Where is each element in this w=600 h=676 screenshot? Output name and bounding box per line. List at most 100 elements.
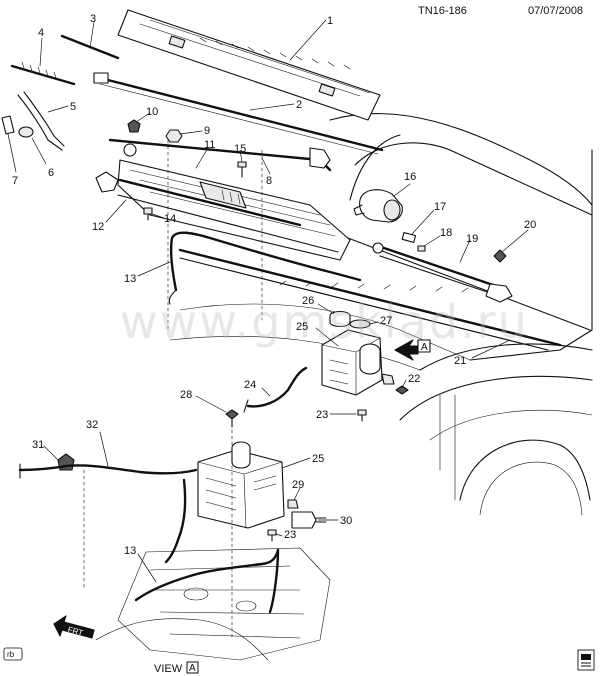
front-arrow bbox=[53, 615, 95, 639]
lower-body-frame bbox=[117, 547, 331, 661]
callout-18: 18 bbox=[440, 227, 452, 239]
view-letter: A bbox=[189, 663, 196, 674]
front-label: FRT bbox=[67, 625, 84, 638]
reservoir-lower-ribs-side bbox=[253, 475, 277, 491]
callout-2: 2 bbox=[296, 99, 302, 111]
cowl-panel-line bbox=[179, 303, 471, 361]
lower-body-curve bbox=[95, 618, 269, 661]
callout-6: 6 bbox=[48, 167, 54, 179]
lower-body-ribs bbox=[149, 565, 305, 639]
body-side bbox=[469, 149, 593, 361]
motor-link-19 bbox=[373, 243, 510, 292]
linkage-pivot-right bbox=[309, 147, 331, 169]
callout-11: 11 bbox=[204, 139, 215, 151]
leader-9 bbox=[179, 130, 203, 135]
leader-25 bbox=[315, 327, 339, 347]
leader-26 bbox=[317, 303, 335, 315]
part-17-nut bbox=[401, 231, 417, 243]
washer-hose-lower bbox=[134, 548, 280, 602]
callout-17: 17 bbox=[434, 201, 446, 213]
leader-32 bbox=[99, 431, 109, 467]
callout-13-lower: 13 bbox=[124, 545, 136, 557]
leader-29 bbox=[293, 487, 301, 501]
reservoir-cap-26 bbox=[329, 310, 351, 328]
bolt-23-upper bbox=[357, 409, 367, 422]
cowl-vent-grille bbox=[139, 19, 371, 97]
clip-10 bbox=[127, 119, 141, 133]
lower-body-hole-1 bbox=[183, 587, 209, 601]
corner-tag: rb bbox=[7, 650, 15, 659]
fender-lip bbox=[399, 375, 593, 421]
pump-30 bbox=[291, 511, 317, 529]
callout-3: 3 bbox=[90, 13, 96, 25]
lower-seal-12 bbox=[117, 194, 339, 253]
leader-11 bbox=[195, 147, 209, 169]
motor-connector bbox=[353, 204, 365, 216]
leader-24 bbox=[261, 387, 271, 397]
callout-8: 8 bbox=[266, 175, 272, 187]
hose-32 bbox=[18, 464, 198, 475]
callout-7: 7 bbox=[12, 175, 18, 187]
bolt-23-lower bbox=[267, 529, 277, 542]
bolt-22 bbox=[395, 385, 409, 395]
leader-2 bbox=[249, 103, 295, 111]
leader-25-lower bbox=[281, 457, 311, 469]
callout-15: 15 bbox=[234, 143, 246, 155]
publisher-logo-icon bbox=[577, 649, 595, 671]
wiper-blade-ribs bbox=[21, 61, 57, 79]
engine-bay-line bbox=[169, 335, 421, 371]
callout-12: 12 bbox=[92, 221, 104, 233]
cowl-clip-right bbox=[318, 83, 336, 97]
leader-23-lower bbox=[275, 533, 283, 537]
cowl-seal-strip bbox=[98, 76, 384, 152]
leader-14 bbox=[151, 213, 165, 219]
leader-18 bbox=[423, 235, 441, 247]
cowl-vent-panel bbox=[117, 9, 381, 121]
reservoir-lower-ribs bbox=[205, 477, 237, 511]
leader-13-lower bbox=[137, 553, 157, 583]
wheel-arch bbox=[459, 439, 591, 501]
callout-9: 9 bbox=[204, 125, 210, 137]
leader-12 bbox=[105, 199, 127, 223]
frame-end-bracket bbox=[95, 171, 119, 193]
callout-22: 22 bbox=[408, 373, 420, 385]
leader-4 bbox=[39, 37, 43, 67]
leader-13 bbox=[137, 261, 171, 277]
motor-link-19-lower bbox=[379, 255, 506, 299]
hose-end-upper bbox=[168, 289, 177, 305]
leader-5 bbox=[47, 105, 69, 113]
callout-labels: 1 2 3 4 5 6 7 8 9 10 11 12 13 14 15 16 1… bbox=[12, 13, 536, 557]
callout-23-lower: 23 bbox=[284, 529, 296, 541]
callout-31: 31 bbox=[32, 439, 44, 451]
leader-27 bbox=[369, 321, 379, 325]
washer-hose-lower-drop bbox=[268, 548, 280, 614]
callout-28: 28 bbox=[180, 389, 192, 401]
washer-hose-upper bbox=[170, 231, 362, 292]
wiper-module-tray bbox=[117, 159, 351, 261]
view-letter-box bbox=[186, 661, 199, 674]
motor-endcap bbox=[383, 199, 401, 221]
callout-5: 5 bbox=[70, 101, 76, 113]
wheel-arch-inner bbox=[479, 461, 583, 516]
callout-4: 4 bbox=[38, 27, 44, 39]
diagram-code: TN16-186 bbox=[418, 5, 467, 17]
leader-7 bbox=[7, 133, 17, 173]
callout-19: 19 bbox=[466, 233, 478, 245]
cowl-lower-slots bbox=[279, 280, 469, 293]
link-bracket-right bbox=[485, 283, 513, 303]
callout-29: 29 bbox=[292, 479, 304, 491]
callout-32: 32 bbox=[86, 419, 98, 431]
callout-16: 16 bbox=[404, 171, 416, 183]
wiper-arm-edge bbox=[23, 91, 65, 147]
leader-22 bbox=[401, 379, 407, 389]
reservoir-lower-edges bbox=[197, 461, 283, 529]
leader-1 bbox=[289, 19, 327, 61]
cowl-lower-panel bbox=[178, 248, 562, 347]
cowl-clip-left bbox=[168, 35, 186, 49]
callout-27: 27 bbox=[380, 315, 392, 327]
leader-15 bbox=[239, 149, 243, 163]
hood-edge bbox=[329, 113, 593, 206]
callout-1: 1 bbox=[327, 15, 333, 27]
bolt-14 bbox=[143, 207, 153, 221]
